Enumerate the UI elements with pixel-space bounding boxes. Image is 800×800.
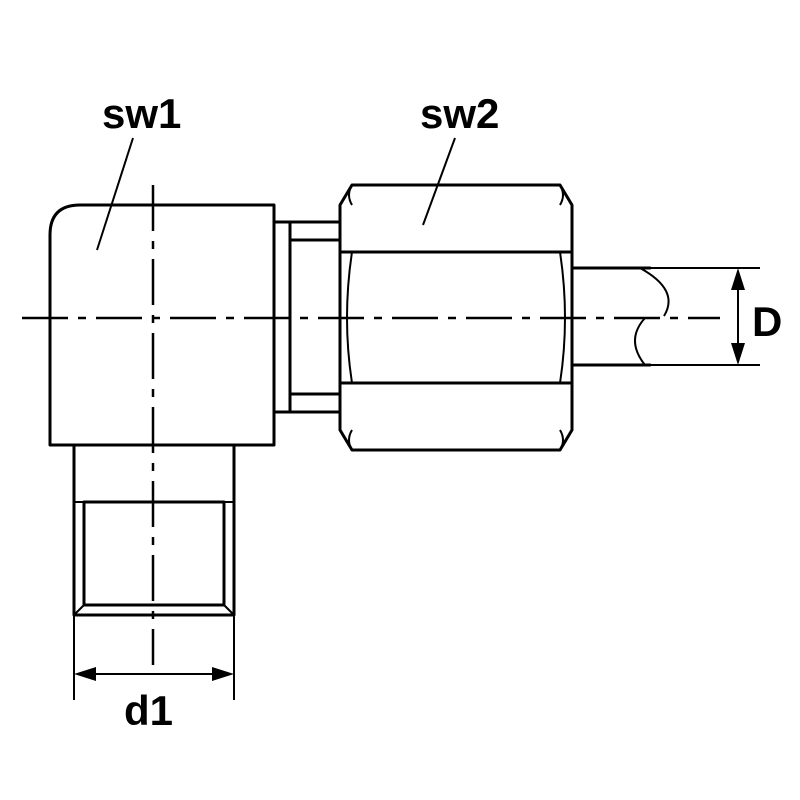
- sw1-callout: sw1: [96, 90, 181, 251]
- elbow-body: [48, 203, 276, 447]
- sw1-leader: [96, 137, 134, 251]
- label-d: D: [752, 298, 782, 345]
- hex-nut: [338, 183, 574, 452]
- sw2-leader: [422, 137, 456, 226]
- label-sw1: sw1: [102, 90, 181, 137]
- centerlines: [22, 185, 720, 665]
- sw2-callout: sw2: [420, 90, 499, 226]
- d-dimension: D: [650, 267, 782, 366]
- label-sw2: sw2: [420, 90, 499, 137]
- d1-dimension: d1: [73, 615, 235, 734]
- label-d1: d1: [124, 687, 173, 734]
- tube: [570, 266, 670, 367]
